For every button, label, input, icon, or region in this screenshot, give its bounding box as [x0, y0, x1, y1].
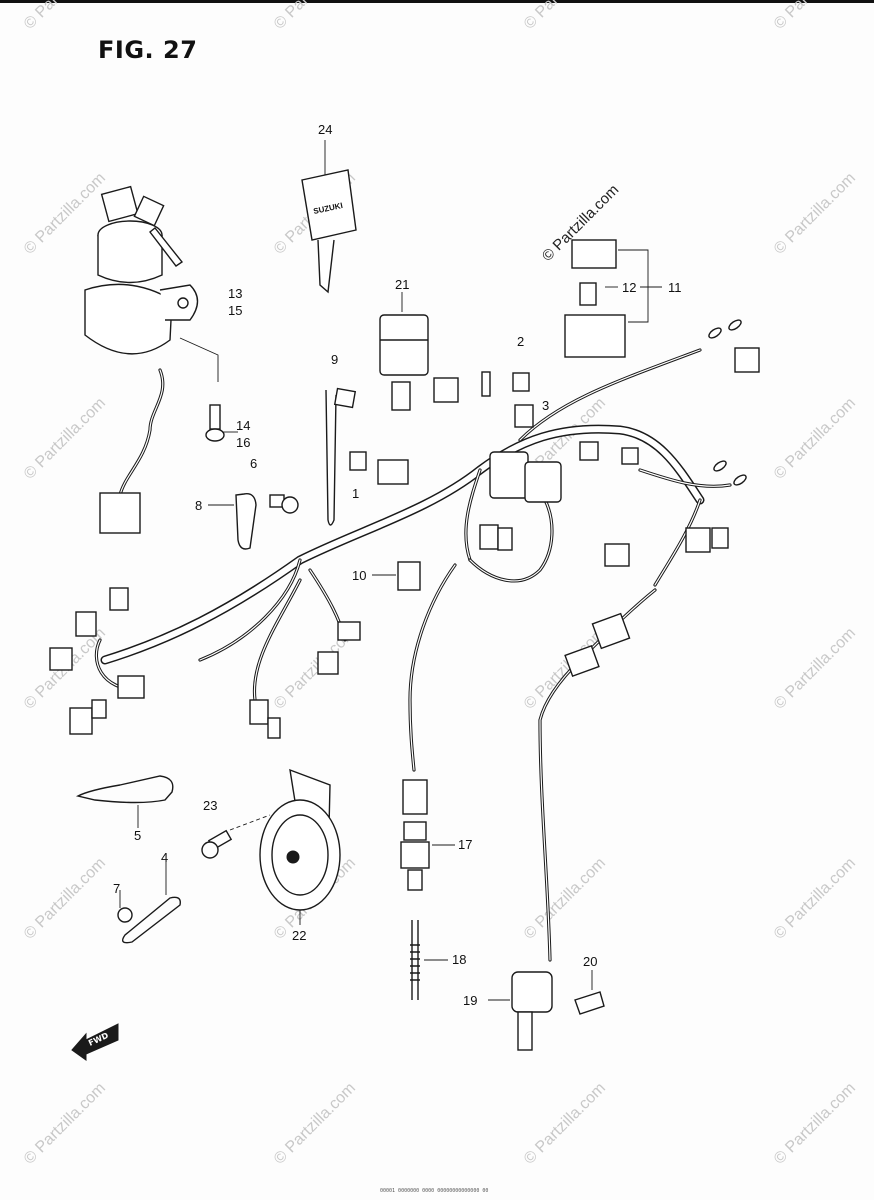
callout-5[interactable]: 5: [134, 828, 141, 843]
clamp-part-8: [208, 493, 257, 550]
callout-14[interactable]: 14: [236, 418, 250, 433]
screw-part-23: [201, 814, 271, 859]
callout-layer: 24 13 15 21 12 11 9 2 3 14 16 6 8 1 10 5…: [113, 122, 682, 1008]
watermark: © Partzilla.com: [21, 855, 109, 943]
watermark: © Partzilla.com: [771, 625, 859, 713]
clamp-part-4: [117, 862, 181, 944]
callout-4[interactable]: 4: [161, 850, 168, 865]
watermark: © Partzilla.com: [521, 855, 609, 943]
forward-direction-arrow[interactable]: FWD: [71, 1023, 119, 1061]
callout-1[interactable]: 1: [352, 486, 359, 501]
callout-15[interactable]: 15: [228, 303, 242, 318]
callout-13[interactable]: 13: [228, 286, 242, 301]
callout-20[interactable]: 20: [583, 954, 597, 969]
watermark: © Partzilla.com: [521, 0, 609, 33]
watermark: © Partzilla.com: [21, 170, 109, 258]
watermark: © Partzilla.com: [771, 855, 859, 943]
figure-title: FIG. 27: [98, 36, 198, 64]
callout-11[interactable]: 11: [668, 280, 682, 295]
watermark-layer: © Partzilla.com © Partzilla.com © Partzi…: [21, 0, 859, 1168]
watermark: © Partzilla.com: [271, 1080, 359, 1168]
ignition-key: SUZUKI: [301, 140, 357, 294]
ignition-switch: [84, 185, 219, 534]
callout-22[interactable]: 22: [292, 928, 306, 943]
callout-8[interactable]: 8: [195, 498, 202, 513]
fuse-box: [564, 239, 662, 358]
callout-3[interactable]: 3: [542, 398, 549, 413]
page-top-border: [0, 0, 874, 3]
neutral-switch: [400, 563, 457, 891]
main-wiring-harness: [49, 319, 760, 739]
callout-10[interactable]: 10: [352, 568, 366, 583]
watermark: © Partzilla.com: [521, 1080, 609, 1168]
callout-19[interactable]: 19: [463, 993, 477, 1008]
footer-fine-print: 00001 0000000 0000 00000000000000 00: [380, 1188, 489, 1194]
spring-part-18: [410, 920, 448, 1000]
callout-7[interactable]: 7: [113, 881, 120, 896]
callout-18[interactable]: 18: [452, 952, 466, 967]
relay: [379, 292, 429, 411]
small-connectors: [489, 372, 562, 503]
watermark: © Partzilla.com: [771, 0, 859, 33]
callout-21[interactable]: 21: [395, 277, 409, 292]
watermark: © Partzilla.com: [271, 0, 359, 33]
callout-2[interactable]: 2: [517, 334, 524, 349]
cable-tie: [325, 387, 357, 526]
clamp-part-5: [75, 775, 174, 828]
bolt-part-6: [269, 494, 299, 514]
callout-12[interactable]: 12: [622, 280, 636, 295]
watermark: © Partzilla.com: [771, 170, 859, 258]
callout-23[interactable]: 23: [203, 798, 217, 813]
horn: [259, 768, 341, 925]
side-stand-switch: [488, 588, 657, 1051]
watermark: © Partzilla.com: [21, 0, 109, 33]
callout-24[interactable]: 24: [318, 122, 332, 137]
watermark: © Partzilla.com: [771, 395, 859, 483]
watermark: © Partzilla.com: [21, 1080, 109, 1168]
callout-17[interactable]: 17: [458, 837, 472, 852]
watermark: © Partzilla.com: [21, 395, 109, 483]
callout-6[interactable]: 6: [250, 456, 257, 471]
callout-16[interactable]: 16: [236, 435, 250, 450]
callout-9[interactable]: 9: [331, 352, 338, 367]
clamp-part-10: [372, 561, 421, 591]
screw-part-14: [205, 404, 238, 442]
watermark: © Partzilla.com: [521, 625, 609, 713]
watermark: © Partzilla.com: [771, 1080, 859, 1168]
